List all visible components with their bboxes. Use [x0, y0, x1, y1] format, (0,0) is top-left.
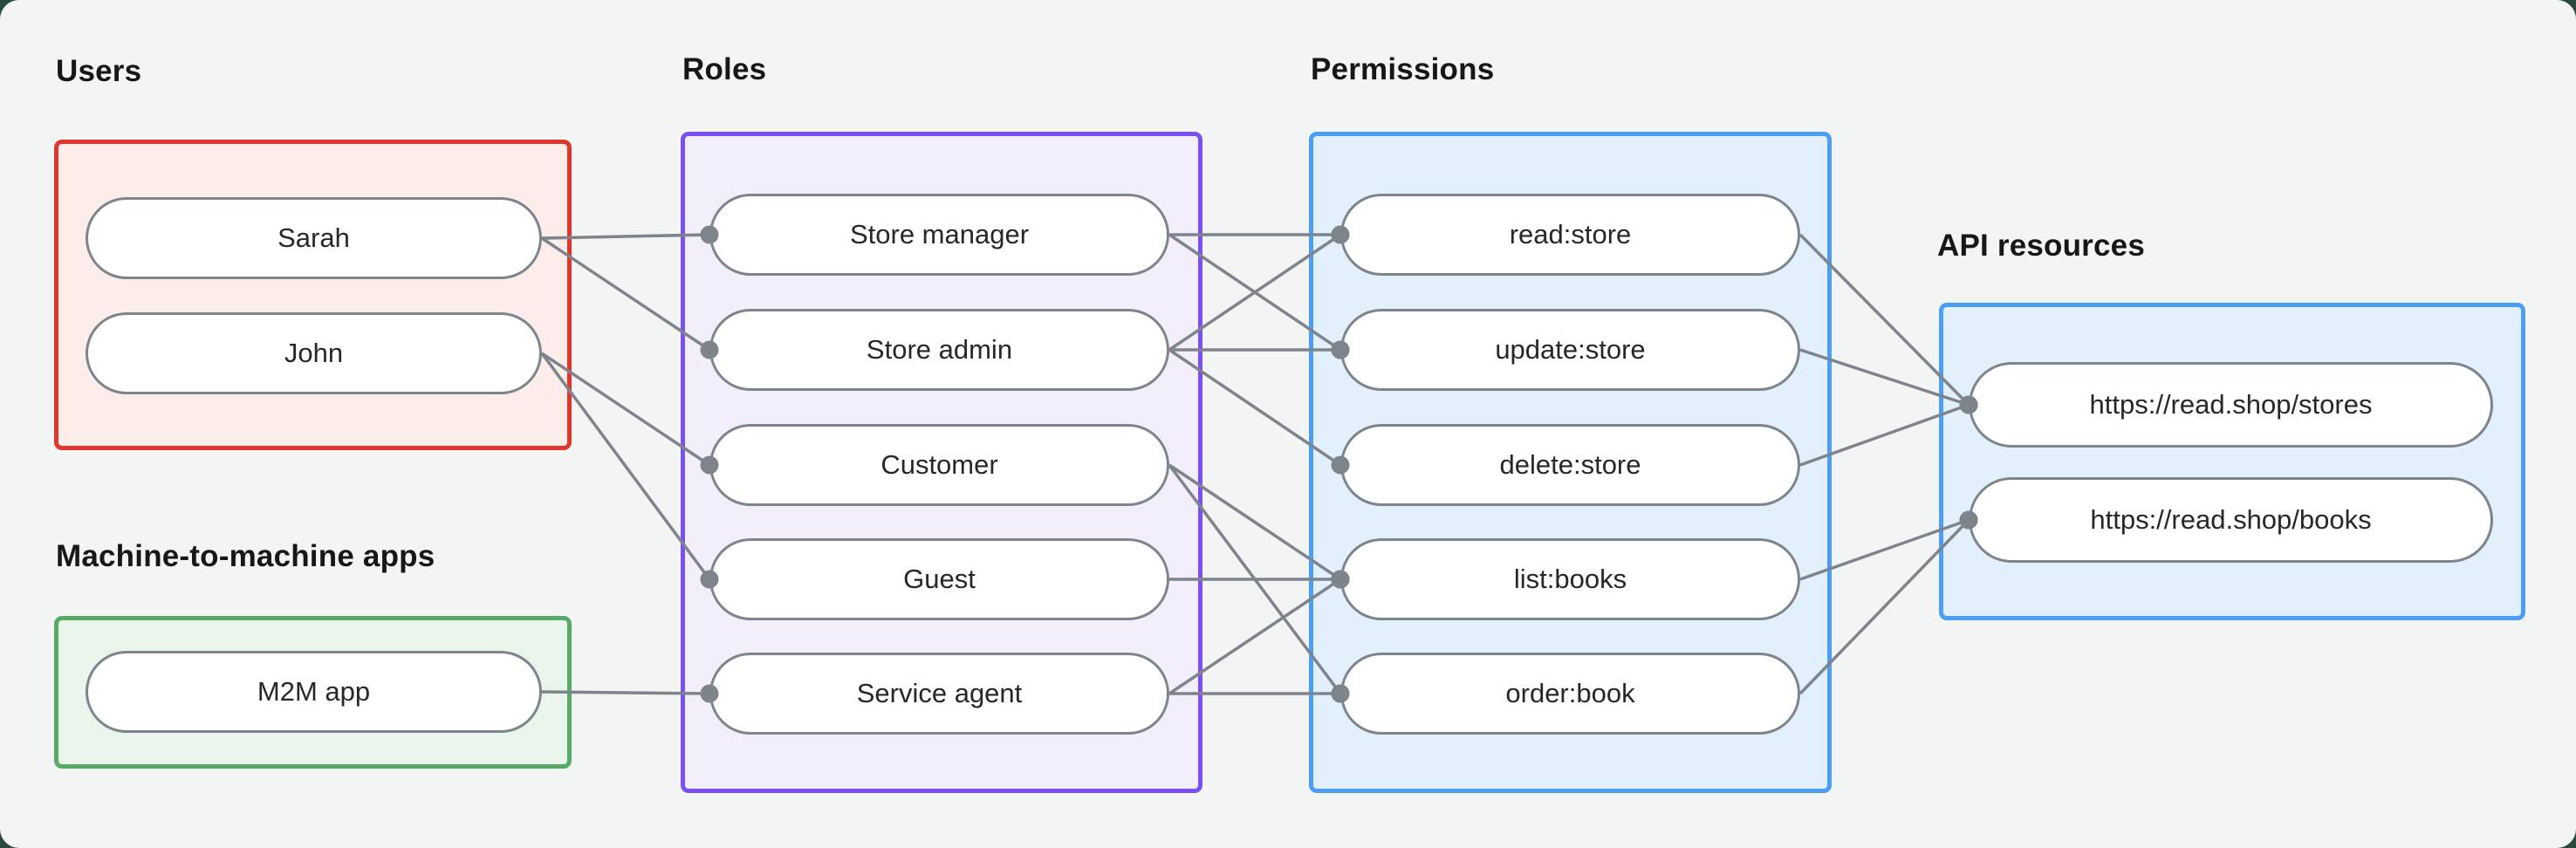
- api-resources-group-box: [1939, 303, 2525, 620]
- users-group-box: [54, 140, 572, 450]
- roles-group-label: Roles: [682, 52, 767, 86]
- permissions-group-label: Permissions: [1311, 52, 1495, 86]
- node-permission-order-book: order:book: [1340, 653, 1800, 735]
- node-label: read:store: [1509, 219, 1632, 250]
- node-permission-update-store: update:store: [1340, 309, 1800, 391]
- api-resources-group-label: API resources: [1937, 229, 2145, 263]
- node-label: John: [284, 338, 344, 368]
- node-user-john: John: [86, 312, 542, 394]
- node-api-resource-books: https://read.shop/books: [1969, 477, 2493, 563]
- node-label: Service agent: [856, 678, 1023, 708]
- node-label: delete:store: [1499, 449, 1641, 480]
- node-role-store-admin: Store admin: [709, 309, 1169, 391]
- m2m-group-label: Machine-to-machine apps: [56, 539, 435, 573]
- node-role-customer: Customer: [709, 424, 1169, 506]
- node-permission-read-store: read:store: [1340, 194, 1800, 276]
- node-label: Guest: [903, 564, 976, 594]
- node-label: https://read.shop/stores: [2089, 389, 2373, 420]
- node-api-resource-stores: https://read.shop/stores: [1969, 362, 2493, 448]
- node-label: M2M app: [257, 676, 371, 707]
- node-label: update:store: [1495, 334, 1646, 365]
- node-permission-delete-store: delete:store: [1340, 424, 1800, 506]
- users-group-label: Users: [56, 54, 142, 88]
- node-label: Store manager: [849, 219, 1030, 250]
- node-role-guest: Guest: [709, 538, 1169, 620]
- node-label: list:books: [1513, 564, 1627, 594]
- node-user-sarah: Sarah: [86, 197, 542, 279]
- node-permission-list-books: list:books: [1340, 538, 1800, 620]
- node-label: Sarah: [277, 222, 350, 253]
- node-role-store-manager: Store manager: [709, 194, 1169, 276]
- node-m2m-app: M2M app: [86, 651, 542, 733]
- node-role-service-agent: Service agent: [709, 653, 1169, 735]
- node-label: order:book: [1505, 678, 1635, 708]
- node-label: https://read.shop/books: [2090, 504, 2372, 535]
- node-label: Customer: [880, 449, 998, 480]
- node-label: Store admin: [866, 334, 1013, 365]
